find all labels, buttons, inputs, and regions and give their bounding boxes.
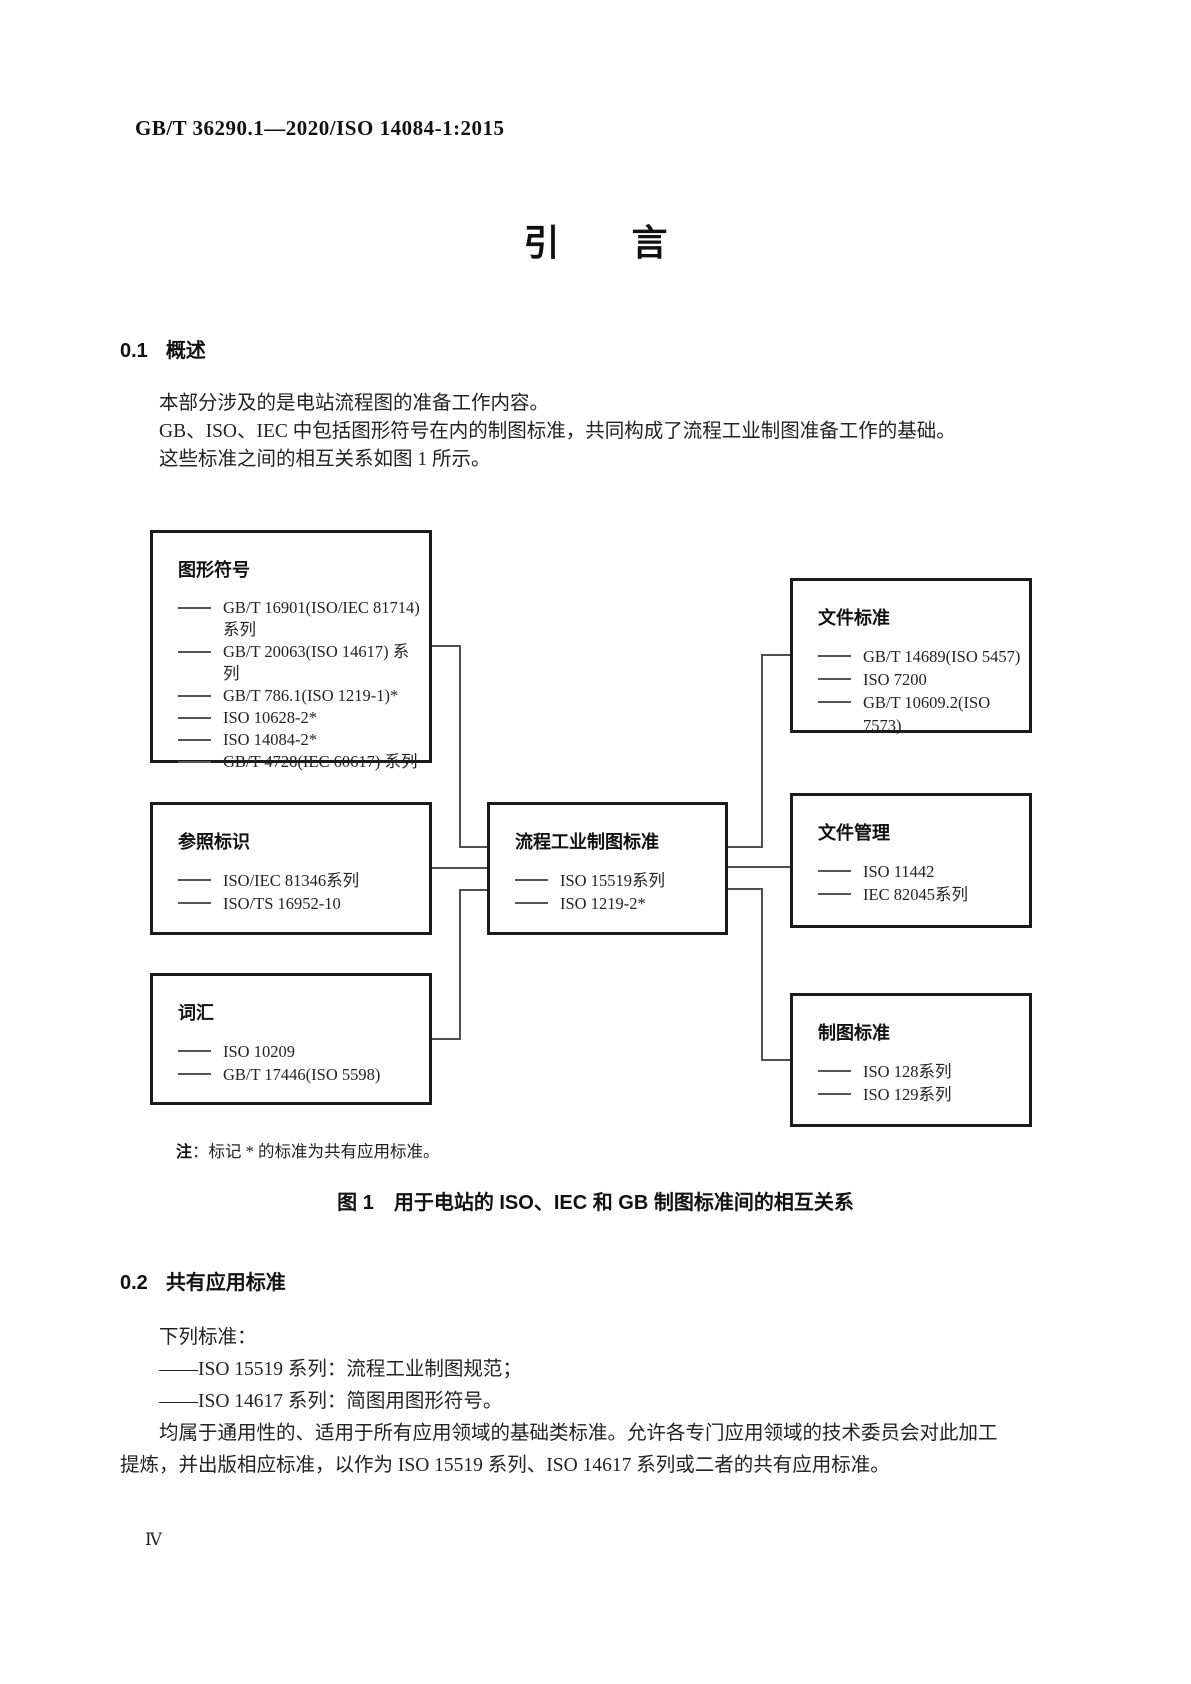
item-dash-icon	[178, 1050, 211, 1052]
item-dash-icon	[178, 607, 211, 609]
box-item: ISO 1219-2*	[515, 892, 717, 915]
connector-line	[761, 654, 790, 656]
connector-line	[728, 866, 790, 868]
item-dash-icon	[818, 893, 851, 895]
box-item: ISO 128系列	[818, 1060, 1021, 1083]
paragraph: 下列标准：	[159, 1327, 257, 1348]
paragraph: 本部分涉及的是电站流程图的准备工作内容。	[159, 393, 550, 414]
paragraph: 均属于通用性的、适用于所有应用领域的基础类标准。允许各专门应用领域的技术委员会对…	[120, 1423, 998, 1476]
document-title: 引 言	[523, 222, 668, 263]
note-text: ：标记 * 的标准为共有应用标准。	[192, 1142, 440, 1161]
box-item: GB/T 14689(ISO 5457)	[818, 645, 1021, 668]
item-dash-icon	[178, 695, 211, 697]
connector-line	[728, 846, 762, 848]
paragraph: ——ISO 14617 系列：简图用图形符号。	[159, 1391, 503, 1412]
box-title: 文件管理	[818, 823, 890, 843]
item-dash-icon	[818, 655, 851, 657]
box-item: GB/T 20063(ISO 14617) 系列	[178, 641, 421, 685]
section-0-1-body: 本部分涉及的是电站流程图的准备工作内容。 GB、ISO、IEC 中包括图形符号在…	[120, 390, 1072, 474]
connector-line	[459, 846, 487, 848]
box-title: 词汇	[178, 1003, 214, 1023]
section-number: 0.1	[120, 340, 148, 362]
item-dash-icon	[818, 701, 851, 703]
figure-caption: 图 1 用于电站的 ISO、IEC 和 GB 制图标准间的相互关系	[337, 1192, 854, 1214]
item-dash-icon	[178, 1073, 211, 1075]
note-label: 注	[176, 1144, 193, 1161]
connector-line	[761, 888, 763, 1061]
box-item: IEC 82045系列	[818, 883, 1021, 906]
figure-box-process-industry-drawing-standards: 流程工业制图标准 ISO 15519系列 ISO 1219-2*	[487, 802, 728, 935]
paragraph: GB、ISO、IEC 中包括图形符号在内的制图标准，共同构成了流程工业制图准备工…	[159, 421, 956, 442]
figure-box-document-management: 文件管理 ISO 11442 IEC 82045系列	[790, 793, 1032, 928]
item-dash-icon	[178, 761, 211, 763]
connector-line	[459, 889, 461, 1040]
box-item: ISO 14084-2*	[178, 729, 421, 751]
section-0-2-body: 下列标准： ——ISO 15519 系列：流程工业制图规范； ——ISO 146…	[120, 1322, 1078, 1482]
connector-line	[432, 645, 461, 647]
box-item: ISO 10209	[178, 1040, 421, 1063]
box-item: ISO 15519系列	[515, 869, 717, 892]
connector-line	[761, 1059, 790, 1061]
figure-note: 注：标记 * 的标准为共有应用标准。	[176, 1138, 440, 1162]
section-number: 0.2	[120, 1272, 148, 1294]
box-item: ISO/IEC 81346系列	[178, 869, 421, 892]
box-title: 图形符号	[178, 560, 250, 580]
item-dash-icon	[515, 902, 548, 904]
box-title: 参照标识	[178, 832, 250, 852]
box-title: 流程工业制图标准	[515, 832, 659, 852]
box-title: 文件标准	[818, 608, 890, 628]
box-item: ISO/TS 16952-10	[178, 892, 421, 915]
figure-box-vocabulary: 词汇 ISO 10209 GB/T 17446(ISO 5598)	[150, 973, 432, 1105]
item-dash-icon	[178, 879, 211, 881]
figure-box-document-standards: 文件标准 GB/T 14689(ISO 5457) ISO 7200 GB/T …	[790, 578, 1032, 735]
item-dash-icon	[178, 739, 211, 741]
standard-number: GB/T 36290.1—2020/ISO 14084-1:2015	[135, 116, 505, 140]
connector-line	[728, 888, 762, 890]
item-dash-icon	[818, 870, 851, 872]
item-dash-icon	[178, 902, 211, 904]
box-item: ISO 11442	[818, 860, 1021, 883]
box-item: GB/T 16901(ISO/IEC 81714) 系列	[178, 597, 421, 641]
section-title: 共有应用标准	[165, 1272, 286, 1294]
paragraph: 这些标准之间的相互关系如图 1 所示。	[159, 449, 491, 470]
figure-box-graphical-symbols: 图形符号 GB/T 16901(ISO/IEC 81714) 系列 GB/T 2…	[150, 530, 432, 771]
box-item: GB/T 17446(ISO 5598)	[178, 1063, 421, 1086]
section-title: 概述	[165, 340, 206, 362]
paragraph: ——ISO 15519 系列：流程工业制图规范；	[159, 1359, 522, 1380]
box-item: ISO 7200	[818, 668, 1021, 691]
item-dash-icon	[178, 717, 211, 719]
item-dash-icon	[818, 1070, 851, 1072]
connector-line	[432, 867, 487, 869]
box-item: GB/T 4728(IEC 60617) 系列	[178, 751, 421, 773]
page-number: Ⅳ	[145, 1530, 162, 1549]
section-0-1-heading: 0.1 概述	[120, 334, 206, 363]
item-dash-icon	[515, 879, 548, 881]
box-item: GB/T 10609.2(ISO 7573)	[818, 691, 1021, 737]
item-dash-icon	[818, 1093, 851, 1095]
item-dash-icon	[818, 678, 851, 680]
connector-line	[432, 1038, 461, 1040]
connector-line	[459, 889, 487, 891]
connector-line	[761, 654, 763, 848]
figure-box-drawing-standards: 制图标准 ISO 128系列 ISO 129系列	[790, 993, 1032, 1127]
connector-line	[459, 645, 461, 848]
box-item: GB/T 786.1(ISO 1219-1)*	[178, 685, 421, 707]
box-item: ISO 10628-2*	[178, 707, 421, 729]
section-0-2-heading: 0.2 共有应用标准	[120, 1266, 286, 1295]
box-title: 制图标准	[818, 1023, 890, 1043]
item-dash-icon	[178, 651, 211, 653]
box-item: ISO 129系列	[818, 1083, 1021, 1106]
figure-box-reference-designation: 参照标识 ISO/IEC 81346系列 ISO/TS 16952-10	[150, 802, 432, 935]
